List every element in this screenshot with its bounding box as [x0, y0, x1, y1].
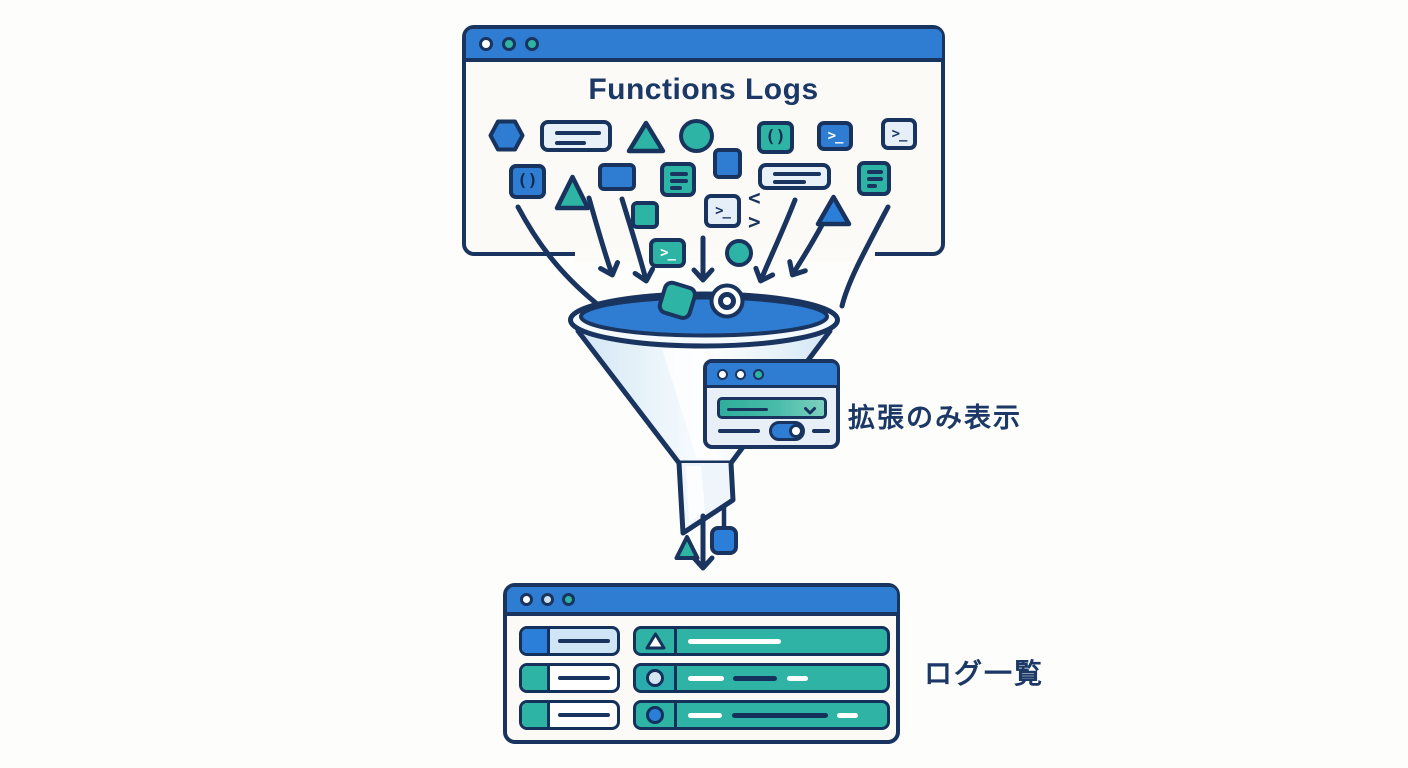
tag-accent [522, 629, 550, 653]
code-parens-icon: () [509, 164, 546, 199]
list-icon [857, 161, 891, 196]
traffic-light-icon[interactable] [478, 36, 493, 51]
log-tag-pill[interactable] [519, 663, 620, 693]
circle-icon [646, 706, 664, 724]
log-level-icon [636, 666, 677, 690]
inflow-arrow [619, 196, 656, 284]
filtered-output [674, 504, 738, 571]
falling-square-icon [657, 280, 697, 320]
setting-label-line [812, 429, 830, 433]
log-tag-pill[interactable] [519, 626, 620, 656]
dropdown-value-line [727, 407, 768, 411]
funnel-mouth [579, 295, 829, 338]
falling-ring-center [718, 292, 736, 310]
spout-highlight [686, 466, 705, 523]
log-level-icon [636, 703, 677, 727]
code-parens-icon: () [757, 121, 794, 154]
output-triangle-icon [674, 535, 700, 560]
log-entry-row[interactable] [633, 663, 890, 693]
log-list-window [503, 583, 900, 744]
terminal-icon: >_ [704, 194, 741, 228]
functions-logs-titlebar [465, 29, 942, 62]
filter-dropdown-select[interactable] [717, 397, 827, 419]
tag-accent [522, 703, 550, 727]
triangle-icon [815, 194, 852, 227]
log-entry-row[interactable] [633, 700, 890, 730]
circle-icon [725, 239, 753, 267]
log-list-titlebar [506, 587, 897, 616]
terminal-icon: >_ [881, 118, 917, 150]
list-icon [660, 162, 696, 197]
inflow-curve-left [515, 204, 605, 311]
log-entry-row[interactable] [633, 626, 890, 656]
triangle-icon [554, 174, 591, 211]
output-square-icon [710, 526, 738, 555]
log-card-line [773, 172, 821, 176]
log-card-icon [758, 163, 831, 190]
angle-brackets-icon: < > [748, 186, 764, 234]
inflow-curve-right [839, 204, 891, 309]
log-card-line [555, 131, 601, 135]
log-card-icon [540, 120, 612, 152]
filter-popup-titlebar [706, 363, 837, 388]
square-icon [713, 148, 742, 179]
log-list-annotation: ログ一覧 [924, 658, 1045, 689]
traffic-light-icon[interactable] [734, 368, 746, 380]
traffic-light-icon[interactable] [519, 593, 533, 606]
circle-icon [679, 119, 714, 153]
traffic-light-icon[interactable] [561, 593, 575, 606]
filter-toggle-switch[interactable] [769, 421, 805, 441]
inflow-arrow [586, 195, 621, 278]
inflow-arrow [753, 197, 798, 284]
triangle-icon [645, 632, 665, 650]
terminal-icon: >_ [817, 121, 853, 151]
funnel-highlight [662, 346, 714, 459]
toggle-knob [789, 424, 803, 438]
hexagon-icon [488, 119, 525, 152]
filter-popup-window [703, 359, 840, 449]
chevron-down-icon [804, 407, 816, 415]
traffic-light-icon[interactable] [716, 368, 728, 380]
functions-logs-title: Functions Logs [588, 73, 819, 106]
triangle-icon [626, 120, 666, 154]
circle-icon [646, 669, 664, 687]
filter-annotation: 拡張のみ表示 [848, 403, 1022, 433]
setting-label-line [718, 429, 760, 433]
traffic-light-icon[interactable] [501, 36, 516, 51]
terminal-icon: >_ [649, 238, 686, 268]
square-icon [631, 201, 659, 229]
traffic-light-icon[interactable] [752, 368, 764, 380]
log-level-icon [636, 629, 677, 653]
log-card-line [773, 180, 806, 184]
log-tag-pill[interactable] [519, 700, 620, 730]
tag-accent [522, 666, 550, 690]
traffic-light-icon[interactable] [524, 36, 539, 51]
traffic-light-icon[interactable] [540, 593, 554, 606]
rect-icon [598, 163, 636, 191]
log-card-line [555, 141, 586, 145]
